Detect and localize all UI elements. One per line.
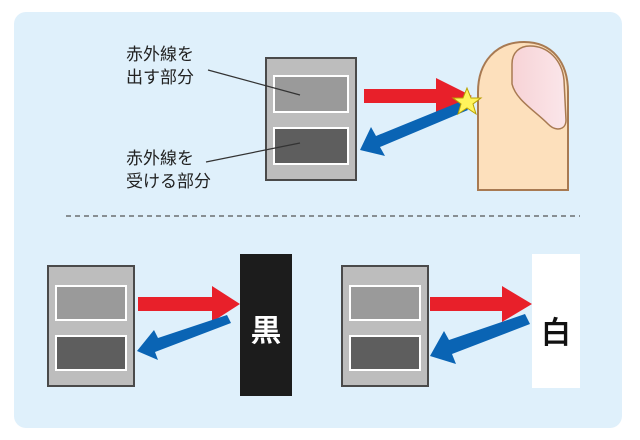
black-object bbox=[240, 254, 292, 396]
receiver-label: 赤外線を 受ける部分 bbox=[126, 148, 211, 194]
emitter-label-line-2: 出す部分 bbox=[126, 68, 194, 88]
black-object-label: 黒 bbox=[251, 314, 281, 349]
receiver-leader-line bbox=[205, 142, 301, 163]
bottom-right-blue-arrow bbox=[430, 314, 530, 364]
top-sensor-module bbox=[265, 57, 357, 181]
bottom-right-red-arrow bbox=[430, 286, 532, 322]
spark-star-icon bbox=[451, 86, 483, 116]
bottom-left-red-arrow bbox=[138, 286, 240, 322]
receiver-label-line-1: 赤外線を bbox=[126, 149, 194, 169]
emitter-label-line-1: 赤外線を bbox=[126, 45, 194, 65]
top-blue-arrow bbox=[360, 101, 468, 156]
white-object-label: 白 bbox=[541, 316, 571, 351]
receiver-label-line-2: 受ける部分 bbox=[126, 172, 211, 192]
fingernail bbox=[511, 45, 567, 130]
emitter-leader-line bbox=[207, 69, 301, 96]
bottom-left-sensor-module bbox=[47, 265, 135, 387]
top-red-arrow bbox=[364, 78, 472, 114]
emitter-window bbox=[273, 75, 349, 113]
bottom-left-blue-arrow bbox=[137, 315, 231, 360]
white-object bbox=[532, 254, 580, 388]
emitter-label: 赤外線を 出す部分 bbox=[126, 44, 194, 90]
bottom-right-sensor-module bbox=[341, 265, 429, 387]
finger-illustration bbox=[477, 40, 569, 191]
